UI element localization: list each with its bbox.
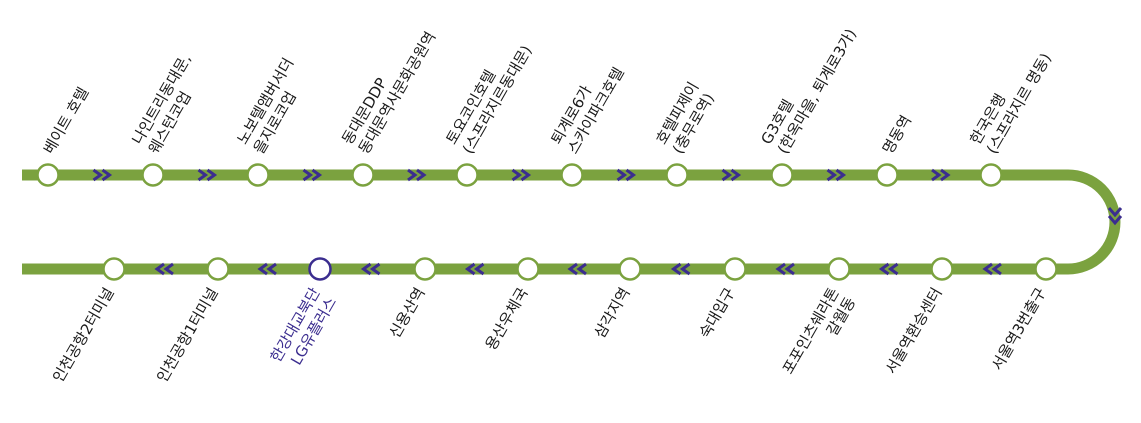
stop-label-line: 베이트 호텔 bbox=[40, 84, 92, 157]
arrow-left-icon bbox=[567, 262, 587, 276]
stop-marker[interactable] bbox=[979, 163, 1003, 187]
arrow-left-icon bbox=[154, 262, 174, 276]
stop-label: 포포인츠쉐라톤갈월동 bbox=[779, 284, 859, 386]
stop-label-line: 삼각지역 bbox=[591, 285, 634, 342]
stop-label-line: 서울역3번출구 bbox=[988, 285, 1050, 374]
stop-label-line: (한옥마을, 퇴계로3가) bbox=[774, 26, 860, 157]
stop-label: 서울역환승센터 bbox=[882, 285, 946, 378]
stop-marker[interactable] bbox=[36, 163, 60, 187]
stop-label: 나인트리동대문,웨스턴코업 bbox=[128, 51, 211, 157]
stop-labels: 베이트 호텔 나인트리동대문,웨스턴코업 노보텔앰버서더을지로코업 동대문DDP동대문… bbox=[40, 16, 1055, 386]
stop-label: G3호텔(한옥마을, 퇴계로3가) bbox=[757, 16, 860, 157]
stop-label: 삼각지역 bbox=[591, 285, 634, 342]
arrow-left-icon bbox=[878, 262, 899, 276]
stop-marker[interactable] bbox=[665, 163, 689, 187]
stop-label-line: 숙대입구 bbox=[696, 285, 739, 342]
arrow-left-icon bbox=[982, 262, 1002, 276]
stop-label-line: 인천공항2터미널 bbox=[49, 285, 118, 386]
stop-label: 인천공항2터미널 bbox=[49, 285, 118, 386]
stop-marker[interactable] bbox=[723, 257, 747, 281]
stop-marker[interactable] bbox=[413, 257, 437, 281]
stop-marker[interactable] bbox=[930, 257, 954, 281]
stop-marker[interactable] bbox=[875, 163, 899, 187]
stop-marker[interactable] bbox=[102, 257, 126, 281]
stop-label-line: 용산우체국 bbox=[482, 284, 532, 353]
arrow-left-icon bbox=[670, 262, 691, 276]
stop-label: 토요코인호텔(스프라지르동대문) bbox=[442, 33, 535, 157]
stop-label: 명동역 bbox=[879, 112, 915, 157]
stop-label-line: 서울역환승센터 bbox=[882, 285, 946, 378]
arrow-right-icon bbox=[407, 168, 427, 182]
arrow-right-icon bbox=[92, 168, 113, 182]
current-stop-marker[interactable] bbox=[308, 257, 332, 281]
stop-marker[interactable] bbox=[455, 163, 479, 187]
arrow-left-icon bbox=[360, 262, 381, 276]
stop-marker[interactable] bbox=[206, 257, 230, 281]
stop-label-line: 명동역 bbox=[879, 112, 915, 157]
stop-label: 용산우체국 bbox=[482, 284, 532, 353]
stop-marker[interactable] bbox=[516, 257, 540, 281]
route-line bbox=[22, 169, 1121, 275]
arrow-right-icon bbox=[197, 168, 218, 182]
stop-marker[interactable] bbox=[141, 163, 165, 187]
stop-marker[interactable] bbox=[246, 163, 270, 187]
stop-label: 신용산역 bbox=[386, 285, 429, 342]
arrow-down-icon bbox=[1107, 207, 1123, 226]
stop-label-line: 신용산역 bbox=[386, 285, 429, 342]
route-stops bbox=[36, 163, 1058, 281]
stop-marker[interactable] bbox=[560, 163, 584, 187]
arrow-right-icon bbox=[931, 168, 951, 182]
stop-label: 동대문DDP동대문역사문화공원역 bbox=[338, 19, 439, 157]
arrow-left-icon bbox=[775, 262, 795, 276]
stop-label: 노보텔앰버서더을지로코업 bbox=[233, 55, 313, 157]
arrow-right-icon bbox=[826, 168, 847, 182]
stop-marker[interactable] bbox=[618, 257, 642, 281]
stop-label: 퇴계로6가스카이파크호텔 bbox=[547, 55, 627, 157]
stop-marker[interactable] bbox=[351, 163, 375, 187]
arrow-left-icon bbox=[257, 262, 277, 276]
arrow-left-icon bbox=[464, 262, 485, 276]
stop-label: 한국은행(스프라지르 명동) bbox=[966, 41, 1055, 157]
stop-label: 호텔피제이(충무로역) bbox=[652, 79, 719, 157]
stop-label: 인천공항1터미널 bbox=[153, 285, 222, 386]
stop-marker[interactable] bbox=[827, 257, 851, 281]
arrow-right-icon bbox=[616, 168, 637, 182]
stop-label: 베이트 호텔 bbox=[40, 84, 92, 157]
stop-label: 서울역3번출구 bbox=[988, 285, 1050, 374]
stop-label-line: 인천공항1터미널 bbox=[153, 285, 222, 386]
direction-arrows bbox=[92, 168, 1123, 276]
arrow-right-icon bbox=[511, 168, 532, 182]
current-stop-label: 한강대교북단LG유플러스 bbox=[267, 284, 341, 374]
arrow-right-icon bbox=[302, 168, 323, 182]
stop-label: 숙대입구 bbox=[696, 285, 739, 342]
stop-marker[interactable] bbox=[1034, 257, 1058, 281]
arrow-right-icon bbox=[721, 168, 742, 182]
stop-marker[interactable] bbox=[770, 163, 794, 187]
